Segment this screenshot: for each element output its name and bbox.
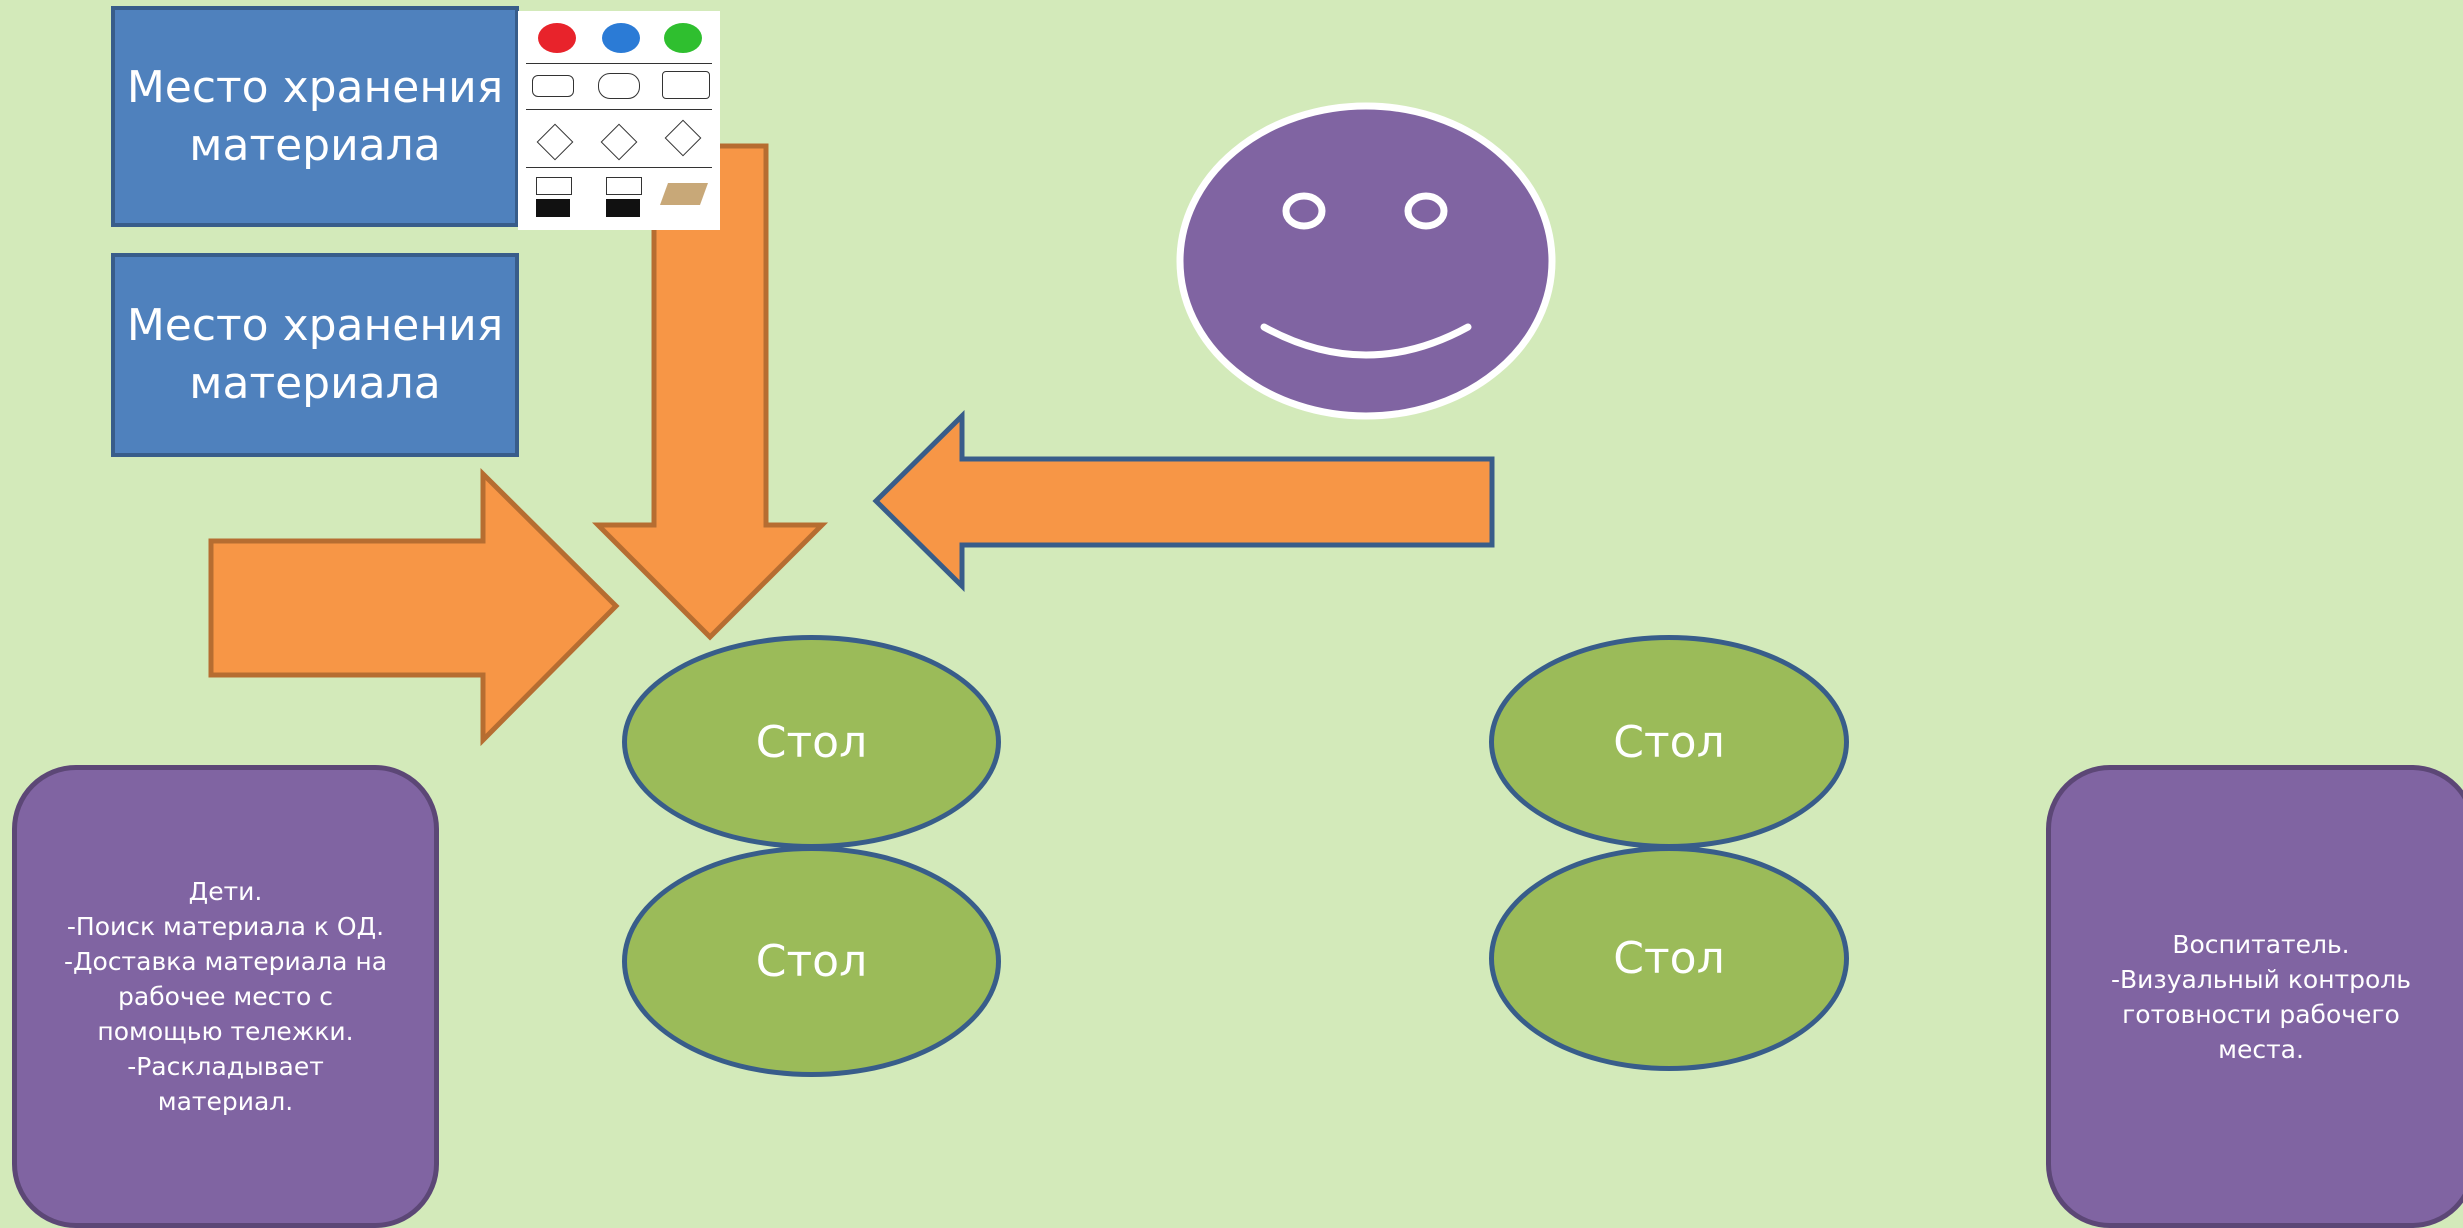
blue-smiley-icon bbox=[602, 23, 640, 53]
storage-box-bottom: Место хранения материала bbox=[111, 253, 519, 457]
sketch-rect-icon bbox=[606, 177, 642, 195]
smiley-face-icon bbox=[1176, 102, 1556, 420]
table-left-bottom: Стол bbox=[622, 846, 1001, 1077]
sketch-item-icon bbox=[662, 71, 710, 99]
table-label: Стол bbox=[755, 716, 868, 768]
storage-box-top: Место хранения материала bbox=[111, 6, 519, 227]
table-label: Стол bbox=[1613, 933, 1725, 984]
children-note-text: Дети. -Поиск материала к ОД. -Доставка м… bbox=[63, 877, 388, 1116]
green-smiley-icon bbox=[664, 23, 702, 53]
table-label: Стол bbox=[755, 936, 868, 987]
sketch-item-icon bbox=[532, 75, 574, 97]
teacher-note-text: Воспитатель. -Визуальный контроль готовн… bbox=[2111, 929, 2411, 1064]
children-note-box: Дети. -Поиск материала к ОД. -Доставка м… bbox=[12, 765, 439, 1228]
teacher-note-box: Воспитатель. -Визуальный контроль готовн… bbox=[2046, 765, 2463, 1228]
table-label: Стол bbox=[1613, 716, 1725, 768]
sketch-rect-icon bbox=[536, 177, 572, 195]
table-left-top: Стол bbox=[622, 635, 1001, 849]
storage-box-bottom-label: Место хранения материала bbox=[126, 300, 504, 409]
sketch-row-1-icon bbox=[526, 63, 712, 64]
sketch-row-2-icon bbox=[526, 109, 712, 110]
red-smiley-icon bbox=[538, 23, 576, 53]
worksheet-thumbnail-image bbox=[518, 11, 720, 230]
sketch-row-3-icon bbox=[526, 167, 712, 168]
black-pattern-icon bbox=[536, 199, 570, 217]
sketch-item-icon bbox=[598, 73, 640, 99]
table-right-bottom: Стол bbox=[1489, 846, 1849, 1071]
black-pattern-icon bbox=[606, 199, 640, 217]
table-right-top: Стол bbox=[1489, 635, 1849, 849]
storage-box-top-label: Место хранения материала bbox=[126, 61, 504, 171]
